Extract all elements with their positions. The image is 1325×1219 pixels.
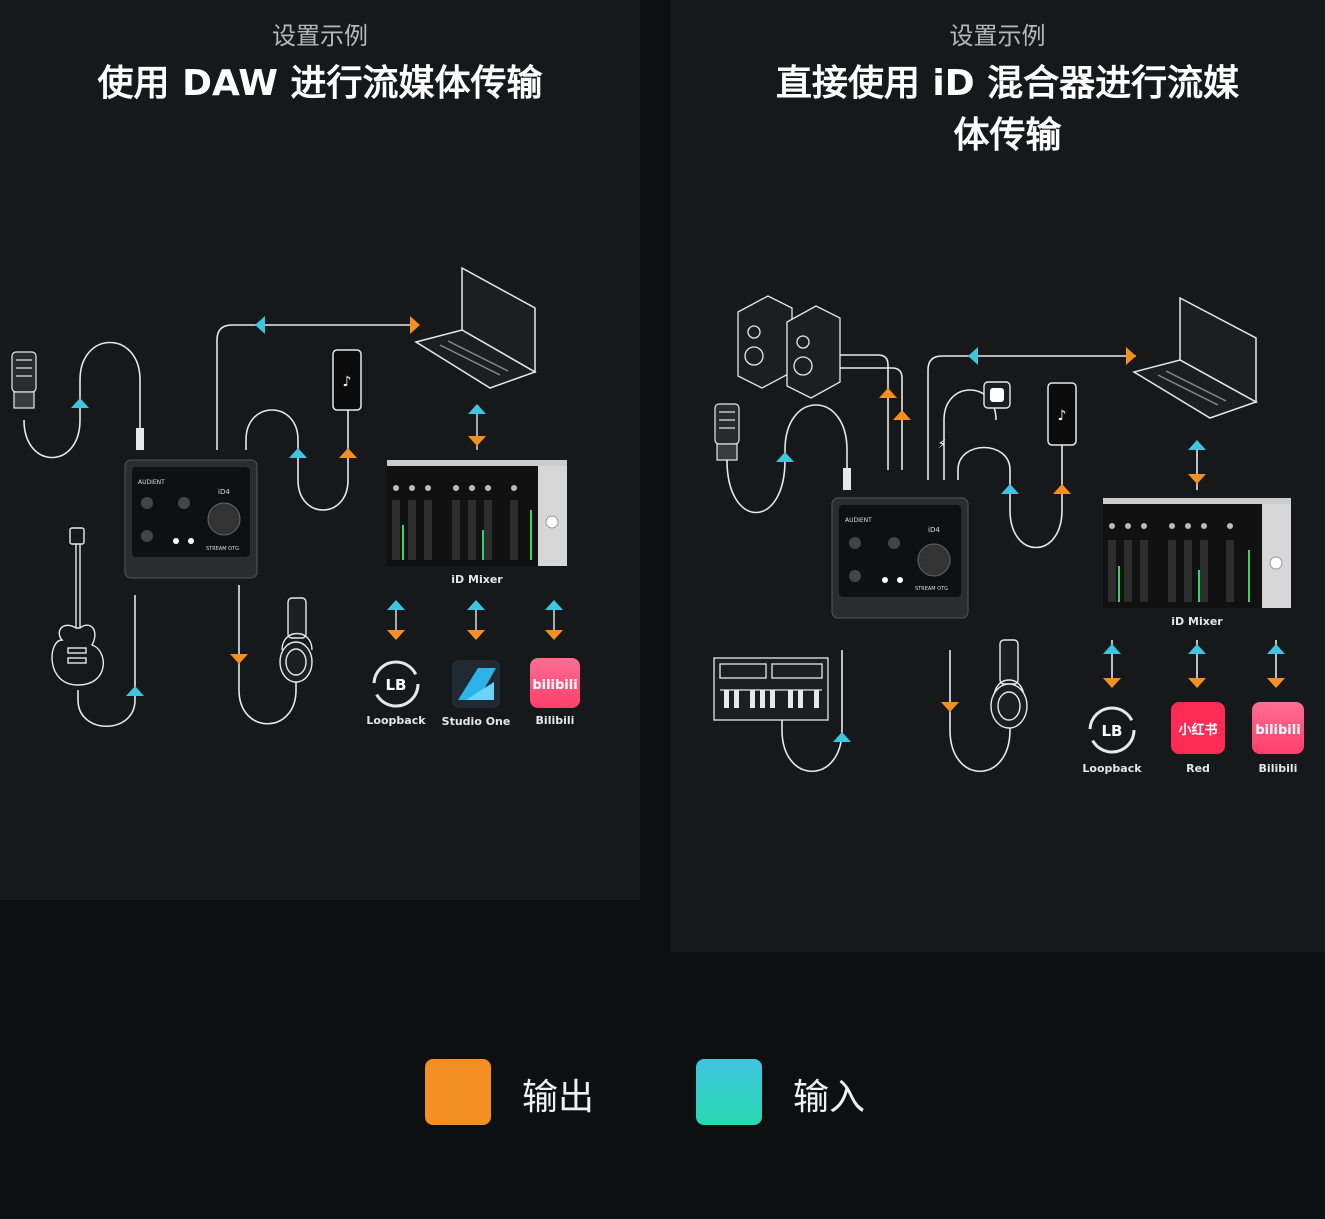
- right-subtitle: 设置示例: [949, 22, 1046, 50]
- output-arrow: [893, 410, 911, 420]
- input-arrow: [126, 686, 144, 696]
- output-swatch: [425, 1059, 491, 1125]
- xlr-plug-icon: [136, 428, 144, 450]
- input-arrow: [1267, 644, 1285, 654]
- interface-model: iD4: [928, 526, 940, 534]
- output-arrow: [1126, 347, 1136, 365]
- interface-badge: STREAM OTG: [206, 546, 239, 552]
- phone-cable: [245, 409, 349, 511]
- speakers-icon: [737, 295, 841, 399]
- output-arrow: [230, 654, 248, 664]
- svg-text:bilibili: bilibili: [1255, 723, 1300, 738]
- guitar-cable: [77, 595, 136, 728]
- loopback-app-icon: LB: [1088, 706, 1136, 754]
- input-arrow: [467, 600, 485, 610]
- audio-interface: AUDIENT iD4 STREAM OTG: [124, 459, 258, 579]
- svg-text:bilibili: bilibili: [532, 678, 577, 693]
- interface-model: iD4: [218, 488, 230, 496]
- app-label-3: Bilibili: [1259, 762, 1298, 775]
- output-arrow: [387, 630, 405, 640]
- input-arrow: [255, 316, 265, 334]
- input-arrow: [71, 398, 89, 408]
- interface-badge: STREAM OTG: [915, 586, 948, 592]
- input-arrow: [468, 404, 486, 414]
- svg-text:♪: ♪: [1058, 408, 1067, 424]
- output-arrow: [1188, 678, 1206, 688]
- input-arrow: [1188, 644, 1206, 654]
- input-arrow: [833, 732, 851, 742]
- output-arrow: [941, 702, 959, 712]
- svg-text:小红书: 小红书: [1178, 722, 1217, 738]
- output-arrow: [1188, 474, 1206, 484]
- input-label: 输入: [793, 1077, 866, 1118]
- left-subtitle: 设置示例: [272, 22, 368, 50]
- input-arrow: [776, 452, 794, 462]
- input-arrow: [1188, 440, 1206, 450]
- input-arrow: [289, 448, 307, 458]
- app-label-2: Red: [1186, 762, 1210, 775]
- output-arrow: [468, 436, 486, 446]
- phone-icon: ♪: [332, 349, 362, 411]
- svg-text:LB: LB: [1102, 722, 1123, 740]
- input-arrow: [545, 600, 563, 610]
- right-title: 直接使用 iD 混合器进行流媒体传输: [775, 63, 1240, 156]
- microphone-icon: [714, 403, 740, 461]
- headphones-icon: [279, 597, 313, 683]
- signal-arrows: [71, 316, 563, 696]
- input-arrow: [387, 600, 405, 610]
- input-arrow: [968, 347, 978, 365]
- bilibili-app-icon: bilibili: [1252, 702, 1304, 754]
- laptop-cable: [216, 324, 415, 450]
- left-title: 使用 DAW 进行流媒体传输: [97, 63, 543, 104]
- output-label: 输出: [522, 1077, 595, 1118]
- output-arrow: [1103, 678, 1121, 688]
- studio-one-app-icon: [452, 660, 500, 708]
- laptop-icon: [414, 266, 537, 389]
- output-arrow: [1053, 484, 1071, 494]
- phone-icon: ♪: [1047, 382, 1077, 446]
- svg-text:♪: ♪: [343, 374, 352, 390]
- input-arrow: [1103, 644, 1121, 654]
- headphones-icon: [990, 639, 1028, 729]
- red-app-icon: 小红书: [1171, 702, 1225, 754]
- svg-text:LB: LB: [386, 676, 407, 694]
- signal-arrows: [776, 347, 1285, 742]
- xlr-plug-icon: [843, 468, 851, 490]
- app-label-1: Loopback: [1082, 762, 1142, 775]
- left-panel: 设置示例 使用 DAW 进行流媒体传输 ♪: [0, 0, 640, 900]
- mic-cable: [23, 341, 141, 459]
- input-swatch: [696, 1059, 762, 1125]
- audio-interface: AUDIENT iD4 STREAM OTG: [831, 497, 969, 619]
- mixer-label: iD Mixer: [1171, 615, 1223, 628]
- interface-brand: AUDIENT: [138, 479, 165, 486]
- guitar-icon: [51, 527, 104, 686]
- bilibili-app-icon: bilibili: [530, 658, 580, 708]
- output-arrow: [1267, 678, 1285, 688]
- right-panel: 设置示例 直接使用 iD 混合器进行流媒体传输: [670, 0, 1325, 952]
- mixer-screenshot: [387, 460, 567, 566]
- output-arrow: [545, 630, 563, 640]
- svg-text:⚡: ⚡: [938, 437, 946, 451]
- laptop-icon: [1132, 296, 1258, 419]
- input-arrow: [1001, 484, 1019, 494]
- right-diagram: ⚡ ♪ AUDIENT iD4 STREAM OTG: [713, 295, 1304, 775]
- output-arrow: [467, 630, 485, 640]
- microphone-icon: [11, 351, 37, 409]
- mixer-screenshot: [1103, 498, 1291, 608]
- power-adapter-icon: ⚡: [938, 381, 1011, 451]
- headphone-cable: [238, 585, 297, 725]
- app-label-2: Studio One: [442, 715, 511, 728]
- output-arrow: [339, 448, 357, 458]
- app-label-1: Loopback: [366, 714, 426, 727]
- interface-brand: AUDIENT: [845, 517, 872, 524]
- midi-keyboard-icon: [713, 657, 829, 721]
- output-arrow: [879, 388, 897, 398]
- app-label-3: Bilibili: [536, 714, 575, 727]
- output-arrow: [410, 316, 420, 334]
- loopback-app-icon: LB: [372, 660, 420, 708]
- mixer-label: iD Mixer: [451, 573, 503, 586]
- left-diagram: ♪ AUDIENT iD4 STREAM OTG: [11, 266, 580, 728]
